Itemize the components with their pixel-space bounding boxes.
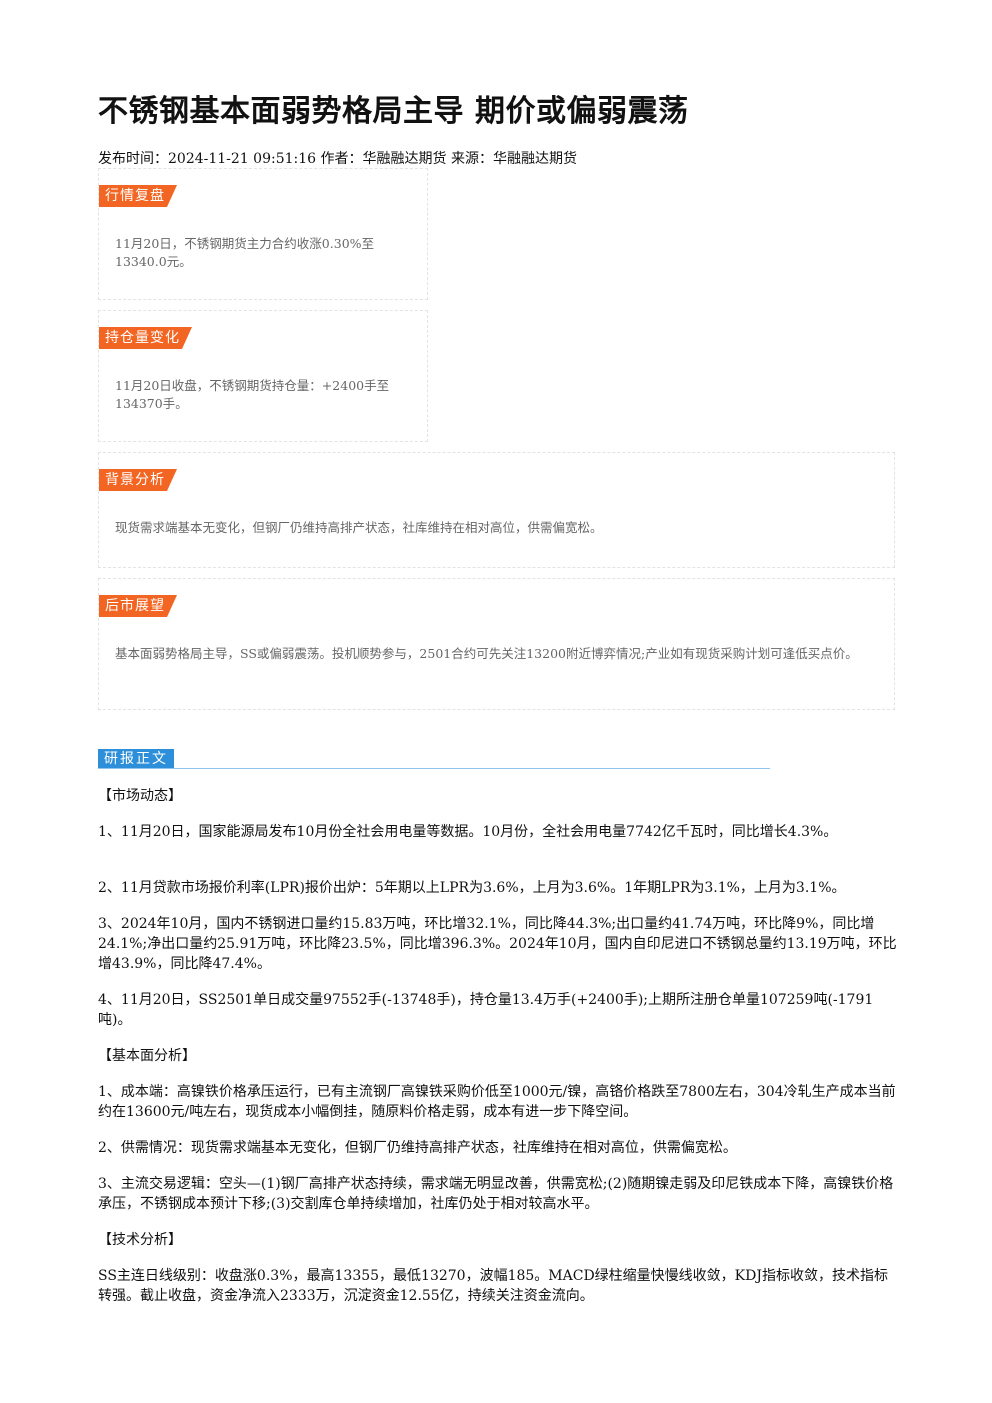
position-change-card: 持仓量变化 11月20日收盘，不锈钢期货持仓量：+2400手至134370手。: [98, 310, 428, 442]
report-body-tag: 研报正文: [98, 749, 174, 769]
fundamental-item-2: 2、供需情况：现货需求端基本无变化，但钢厂仍维持高排产状态，社库维持在相对高位，…: [98, 1140, 737, 1156]
fundamental-item-3: 3、主流交易逻辑：空头—(1)钢厂高排产状态持续，需求端无明显改善，供需宽松;(…: [98, 1176, 894, 1212]
outlook-text: 基本面弱势格局主导，SS或偏弱震荡。投机顺势参与，2501合约可先关注13200…: [115, 646, 858, 661]
background-text: 现货需求端基本无变化，但钢厂仍维持高排产状态，社库维持在相对高位，供需偏宽松。: [115, 520, 603, 535]
report-body-divider: [98, 768, 770, 769]
market-review-text: 11月20日，不锈钢期货主力合约收涨0.30%至13340.0元。: [115, 236, 375, 269]
position-change-tag: 持仓量变化: [99, 327, 192, 349]
market-review-card: 行情复盘 11月20日，不锈钢期货主力合约收涨0.30%至13340.0元。: [98, 168, 428, 300]
outlook-card: 后市展望 基本面弱势格局主导，SS或偏弱震荡。投机顺势参与，2501合约可先关注…: [98, 578, 895, 710]
position-change-text: 11月20日收盘，不锈钢期货持仓量：+2400手至134370手。: [115, 378, 390, 411]
technical-heading: 【技术分析】: [98, 1232, 182, 1248]
market-item-3: 3、2024年10月，国内不锈钢进口量约15.83万吨，环比增32.1%，同比降…: [98, 916, 897, 972]
market-item-2: 2、11月贷款市场报价利率(LPR)报价出炉：5年期以上LPR为3.6%，上月为…: [98, 880, 846, 896]
market-heading: 【市场动态】: [98, 788, 182, 804]
article-title: 不锈钢基本面弱势格局主导 期价或偏弱震荡: [98, 94, 689, 129]
outlook-tag: 后市展望: [99, 595, 177, 617]
background-card: 背景分析 现货需求端基本无变化，但钢厂仍维持高排产状态，社库维持在相对高位，供需…: [98, 452, 895, 568]
article-meta: 发布时间：2024-11-21 09:51:16 作者：华融融达期货 来源：华融…: [98, 151, 577, 167]
technical-item-1: SS主连日线级别：收盘涨0.3%，最高13355，最低13270，波幅185。M…: [98, 1268, 888, 1304]
market-item-1: 1、11月20日，国家能源局发布10月份全社会用电量等数据。10月份，全社会用电…: [98, 824, 838, 840]
fundamental-item-1: 1、成本端：高镍铁价格承压运行，已有主流钢厂高镍铁采购价低至1000元/镍，高铬…: [98, 1084, 896, 1120]
market-review-tag: 行情复盘: [99, 185, 177, 207]
market-item-4: 4、11月20日，SS2501单日成交量97552手(-13748手)，持仓量1…: [98, 992, 874, 1028]
background-tag: 背景分析: [99, 469, 177, 491]
fundamental-heading: 【基本面分析】: [98, 1048, 196, 1064]
